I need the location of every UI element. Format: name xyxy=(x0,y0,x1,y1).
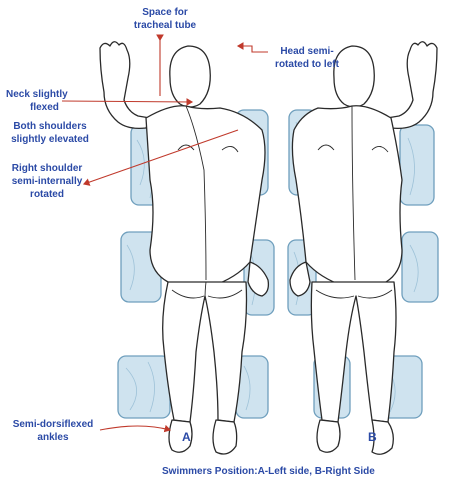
label-head-rotated: Head semi- rotated to left xyxy=(262,45,352,71)
label-shoulders-elevated-line1: Both shoulders xyxy=(4,120,96,133)
label-head-rotated-line2: rotated to left xyxy=(262,58,352,71)
figure-letter-b: B xyxy=(368,430,377,444)
label-ankles-line2: ankles xyxy=(8,431,98,444)
label-ankles-line1: Semi-dorsiflexed xyxy=(8,418,98,431)
label-neck-flexed-line1: Neck slightly xyxy=(6,88,68,101)
label-shoulders-elevated-line2: slightly elevated xyxy=(4,133,96,146)
label-neck-flexed: Neck slightly flexed xyxy=(6,88,68,114)
label-tracheal-tube-line2: tracheal tube xyxy=(120,19,210,32)
figure-letter-a: A xyxy=(182,430,191,444)
label-ankles: Semi-dorsiflexed ankles xyxy=(8,418,98,444)
label-right-shoulder-line3: rotated xyxy=(4,188,90,201)
label-neck-flexed-line2: flexed xyxy=(6,101,68,114)
diagram-caption: Swimmers Position:A-Left side, B-Right S… xyxy=(162,466,375,477)
pillow-b-upper-right xyxy=(400,125,434,205)
label-right-shoulder-line2: semi-internally xyxy=(4,175,90,188)
label-right-shoulder-line1: Right shoulder xyxy=(4,162,90,175)
arrow-ankles xyxy=(100,426,170,430)
arrow-neck-flexed xyxy=(62,101,192,102)
label-shoulders-elevated: Both shoulders slightly elevated xyxy=(4,120,96,146)
label-tracheal-tube-line1: Space for xyxy=(120,6,210,19)
label-right-shoulder: Right shoulder semi-internally rotated xyxy=(4,162,90,201)
label-tracheal-tube: Space for tracheal tube xyxy=(120,6,210,32)
pillow-a-low-left xyxy=(118,356,170,418)
pillow-b-mid-right xyxy=(402,232,438,302)
label-head-rotated-line1: Head semi- xyxy=(262,45,352,58)
